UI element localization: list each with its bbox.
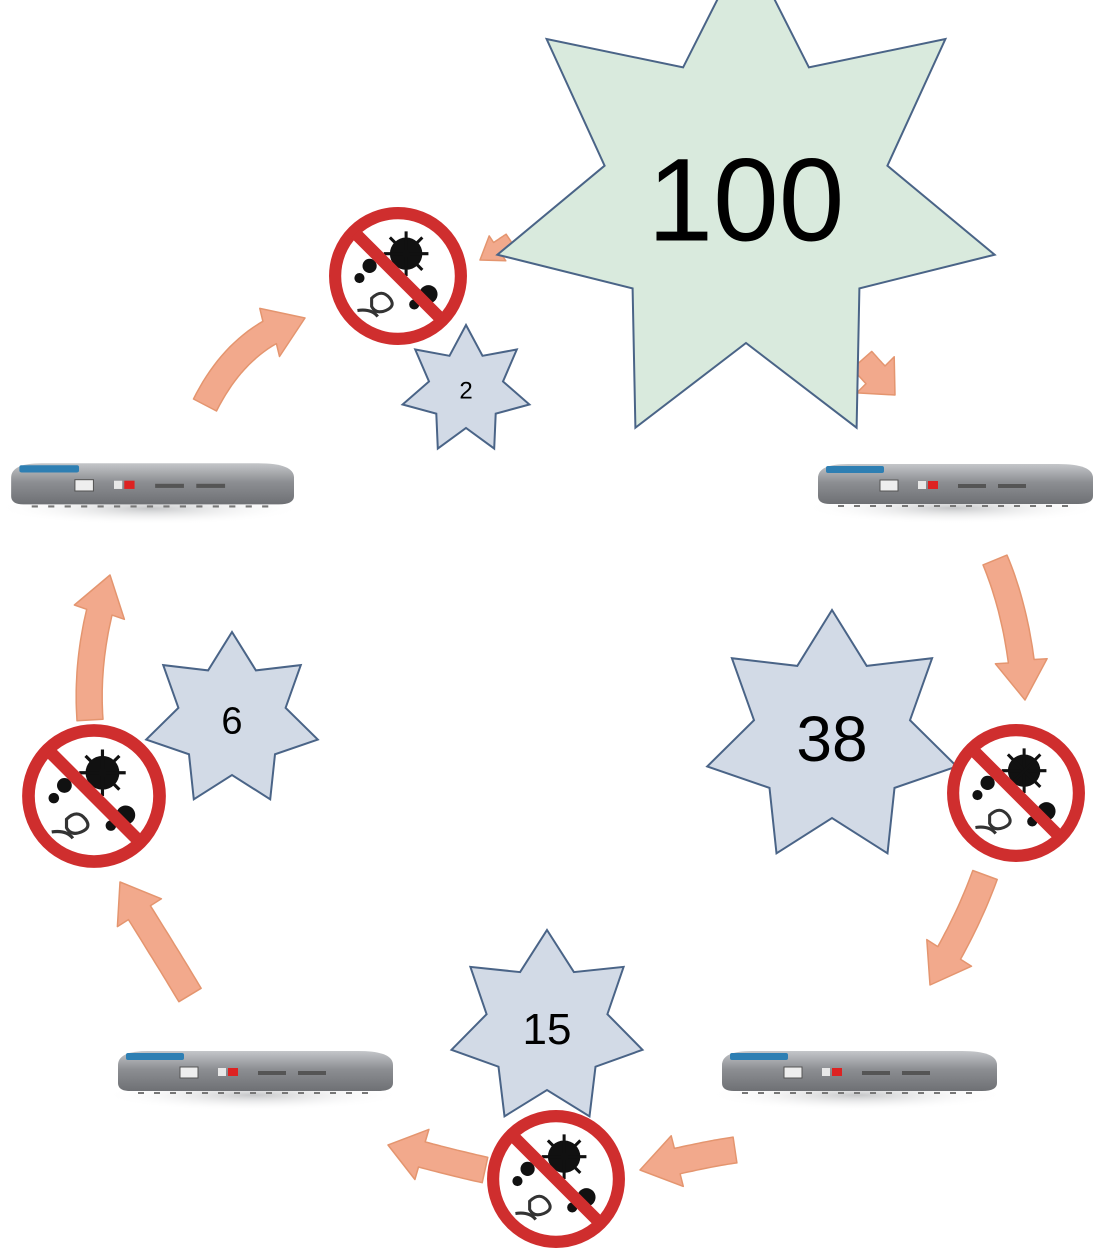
arrow-bottom-left-device-to-left-icon: [116, 881, 202, 1003]
burst-38-label: 38: [796, 703, 867, 775]
air-purifier-device-bottom-left: [108, 1049, 398, 1113]
arrow-bottom-right-device-to-bottom-icon: [639, 1135, 738, 1188]
burst-2: 2: [400, 322, 532, 451]
burst-6-shape: [144, 630, 320, 802]
burst-6-label: 6: [221, 701, 242, 743]
no-germs-icon-bottom: [493, 1116, 619, 1242]
no-germs-icon-left: [28, 730, 159, 861]
air-purifier-device-top-left: [0, 462, 300, 526]
burst-6: 6: [144, 630, 320, 802]
burst-100-shape: [495, 0, 997, 430]
arrow-left-icon-to-left-device: [73, 574, 126, 722]
air-purifier-device-top-right: [808, 462, 1098, 526]
arrow-right-icon-to-bottom-right-device: [926, 869, 998, 986]
burst-100: 100: [495, 0, 997, 430]
burst-15: 15: [449, 928, 645, 1118]
burst-2-shape: [400, 322, 532, 451]
burst-15-label: 15: [523, 1005, 572, 1054]
arrow-right-device-to-right-icon: [982, 554, 1048, 701]
burst-2-label: 2: [459, 378, 472, 405]
burst-38-shape: [705, 608, 959, 856]
arrow-left-device-to-top-icon: [192, 307, 306, 412]
no-germs-icon-top: [335, 213, 461, 339]
cycle-arrows: [73, 233, 1048, 1188]
no-germs-icon-right: [953, 730, 1079, 856]
air-purifier-device-bottom-right: [712, 1049, 1002, 1113]
burst-15-shape: [449, 928, 645, 1118]
arrow-bottom-icon-to-bottom-left-device: [387, 1128, 489, 1184]
burst-100-label: 100: [648, 134, 845, 266]
burst-layer: 100 38 15 6 2: [144, 0, 997, 1118]
burst-38: 38: [705, 608, 959, 856]
